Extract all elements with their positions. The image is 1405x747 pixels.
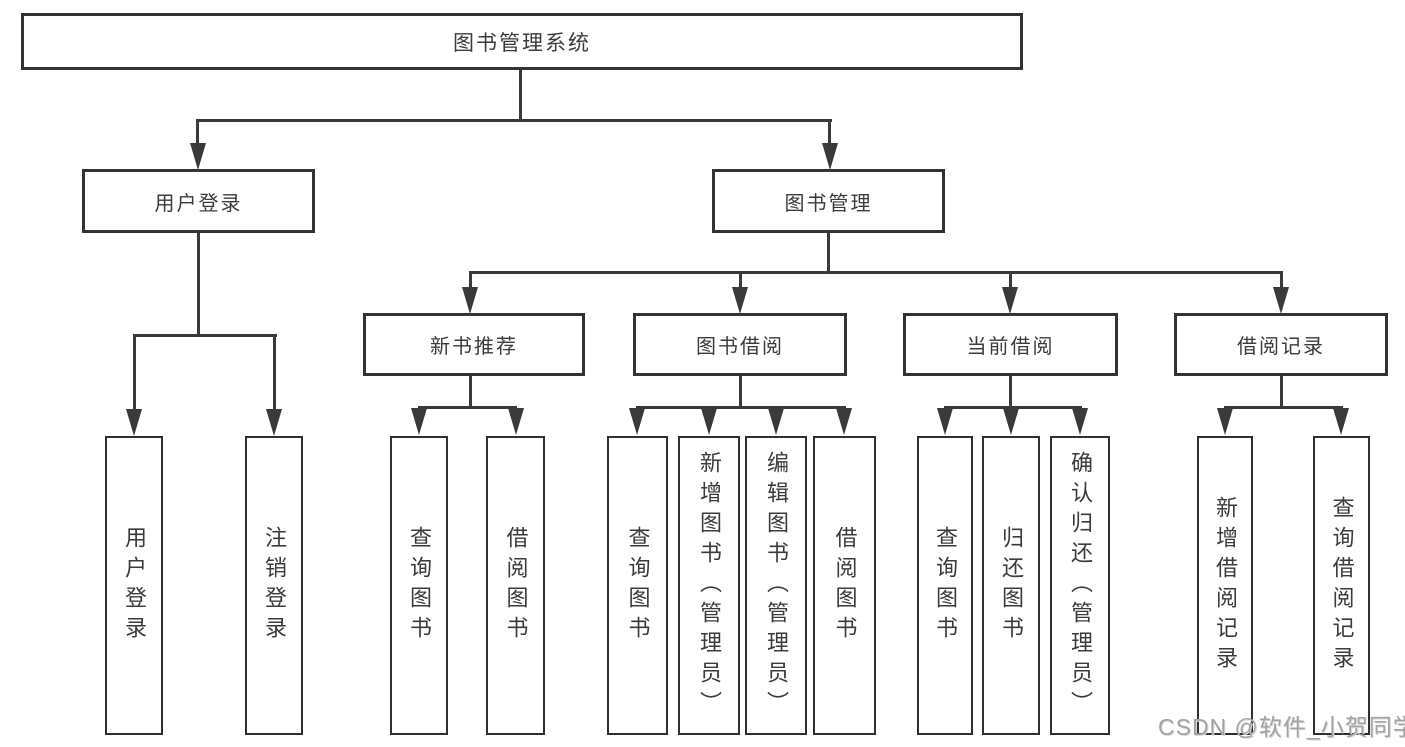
connector-root-drop (519, 70, 522, 120)
leaf-cb-query-books-label: 查询图书 (933, 525, 958, 646)
leaf-bb-query-books: 查询图书 (607, 436, 668, 735)
connector-drop (1009, 376, 1012, 408)
node-book-borrow-label: 图书借阅 (696, 336, 784, 358)
leaf-br-query-record-label: 查询借阅记录 (1329, 495, 1355, 676)
arrow-down-icon (836, 408, 852, 435)
arrow-down-icon (126, 409, 142, 436)
node-current-borrow-label: 当前借阅 (966, 336, 1055, 358)
leaf-br-add-record: 新增借阅记录 (1197, 436, 1253, 735)
connector-br-bar (1224, 406, 1343, 409)
arrow-down-icon (1333, 408, 1349, 435)
node-root-label: 图书管理系统 (453, 31, 591, 55)
connector-stub (739, 271, 742, 289)
arrow-down-icon (732, 287, 748, 314)
arrow-down-icon (822, 143, 838, 170)
arrow-down-icon (768, 408, 784, 435)
arrow-down-icon (411, 408, 427, 435)
connector-stub (273, 334, 276, 411)
connector-stub (196, 119, 199, 145)
arrow-down-icon (508, 408, 524, 435)
leaf-br-query-record: 查询借阅记录 (1313, 436, 1370, 735)
arrow-down-icon (1217, 408, 1233, 435)
arrow-down-icon (190, 143, 206, 170)
connector-bookmgmt-drop (827, 233, 830, 273)
arrow-down-icon (629, 408, 645, 435)
leaf-nb-query-books-label: 查询图书 (407, 525, 432, 646)
csdn-watermark: CSDN @软件_小贺同学 (1158, 714, 1405, 740)
leaf-logout: 注销登录 (245, 436, 303, 735)
connector-drop (1280, 376, 1283, 408)
arrow-down-icon (701, 408, 717, 435)
leaf-br-add-record-label: 新增借阅记录 (1213, 495, 1238, 676)
leaf-cb-return-books: 归还图书 (982, 436, 1040, 735)
node-borrow-records-label: 借阅记录 (1237, 336, 1325, 358)
node-book-management: 图书管理 (712, 169, 945, 233)
connector-stub (133, 334, 136, 411)
node-user-login-label: 用户登录 (154, 192, 243, 215)
node-root: 图书管理系统 (21, 13, 1023, 70)
node-borrow-records: 借阅记录 (1174, 313, 1388, 376)
node-current-borrow: 当前借阅 (903, 313, 1118, 376)
connector-stub (828, 119, 831, 145)
connector-userlogin-drop (197, 233, 200, 336)
node-book-borrow: 图书借阅 (633, 313, 847, 376)
leaf-bb-edit-books-admin-label: 编辑图书（管理员） (764, 450, 789, 721)
connector-stub (1280, 271, 1283, 289)
leaf-cb-return-books-label: 归还图书 (999, 525, 1024, 646)
arrow-down-icon (1273, 287, 1289, 314)
leaf-bb-add-books-admin-label: 新增图书（管理员） (697, 450, 722, 721)
node-user-login: 用户登录 (82, 169, 315, 233)
arrow-down-icon (1003, 408, 1019, 435)
leaf-bb-borrow-books-label: 借阅图书 (832, 525, 858, 646)
node-book-management-label: 图书管理 (784, 192, 873, 215)
arrow-down-icon (266, 409, 282, 436)
arrow-down-icon (462, 287, 478, 314)
leaf-user-login-label: 用户登录 (122, 525, 147, 646)
node-new-book-recommend: 新书推荐 (363, 313, 585, 376)
arrow-down-icon (1072, 408, 1088, 435)
leaf-bb-edit-books-admin: 编辑图书（管理员） (745, 436, 807, 735)
leaf-nb-borrow-books-label: 借阅图书 (503, 525, 529, 646)
connector-level3-bar (469, 271, 1283, 274)
connector-level2-bar (196, 119, 832, 122)
connector-drop (739, 376, 742, 408)
leaf-nb-borrow-books: 借阅图书 (486, 436, 545, 735)
connector-userlogin-bar (133, 334, 277, 337)
connector-stub (1009, 271, 1012, 289)
leaf-cb-confirm-return-admin-label: 确认归还（管理员） (1068, 450, 1093, 721)
leaf-nb-query-books: 查询图书 (390, 436, 448, 735)
leaf-cb-query-books: 查询图书 (917, 436, 973, 735)
node-new-book-recommend-label: 新书推荐 (430, 336, 518, 358)
leaf-cb-confirm-return-admin: 确认归还（管理员） (1050, 436, 1110, 735)
leaf-logout-label: 注销登录 (262, 525, 287, 646)
connector-bb-bar (636, 406, 846, 409)
connector-stub (469, 271, 472, 289)
connector-nb-bar (418, 406, 517, 409)
leaf-bb-add-books-admin: 新增图书（管理员） (678, 436, 740, 735)
leaf-user-login: 用户登录 (105, 436, 163, 735)
arrow-down-icon (937, 408, 953, 435)
connector-drop (469, 376, 472, 408)
connector-cb-bar (944, 406, 1082, 409)
leaf-bb-query-books-label: 查询图书 (625, 525, 651, 646)
leaf-bb-borrow-books: 借阅图书 (813, 436, 876, 735)
arrow-down-icon (1002, 287, 1018, 314)
